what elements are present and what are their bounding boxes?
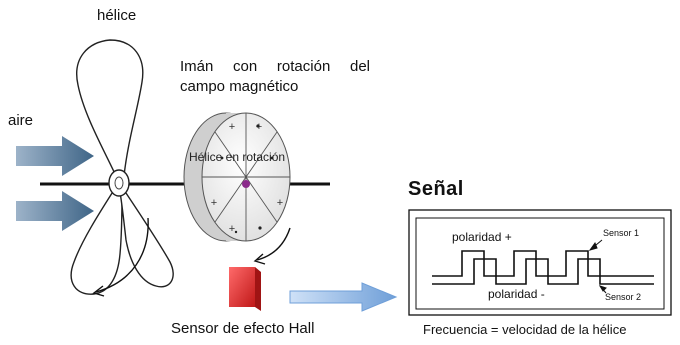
svg-text:+: + [229, 121, 235, 133]
polarity-plus-label: polaridad + [452, 230, 512, 244]
hall-sensor-label: Sensor de efecto Hall [171, 320, 315, 337]
propeller-blade-top [76, 39, 144, 177]
signal-waveform-sensor1 [432, 250, 654, 277]
air-label: aire [8, 112, 34, 129]
magnet-hub [242, 180, 250, 188]
sensor-pointer [588, 239, 607, 294]
magnet-label: Imán con rotación del campo magnético [180, 57, 370, 97]
svg-text:+: + [229, 223, 235, 235]
svg-text:+: + [277, 197, 283, 209]
signal-box [408, 209, 672, 316]
curved-arrow-icon [92, 217, 149, 297]
signal-title: Señal [408, 178, 464, 200]
air-arrow-bottom [16, 191, 94, 231]
svg-text:+: + [211, 197, 217, 209]
polarity-minus-label: polaridad - [488, 287, 545, 301]
propeller-label: hélice [97, 7, 137, 24]
air-arrow-top [16, 136, 94, 176]
sensor2-label: Sensor 2 [605, 292, 642, 302]
magnet-label-line2: campo magnético [180, 78, 299, 95]
arrow-right-icon [289, 282, 398, 312]
arrow-right-icon [16, 136, 94, 231]
propeller [70, 39, 174, 295]
curved-arrow-icon [253, 227, 291, 265]
hall-sensor [229, 267, 261, 311]
propeller-blade-lower-left [70, 189, 123, 295]
magnet-label-line1: Imán con rotación del [180, 58, 370, 75]
signal-waveform-sensor2 [432, 258, 654, 285]
rotating-propeller-label: Hélice en rotación [189, 150, 286, 164]
sensor1-label: Sensor 1 [603, 228, 640, 238]
magnet-disc: + + + + + [183, 112, 291, 242]
frequency-caption: Frecuencia = velocidad de la hélice [423, 322, 627, 337]
